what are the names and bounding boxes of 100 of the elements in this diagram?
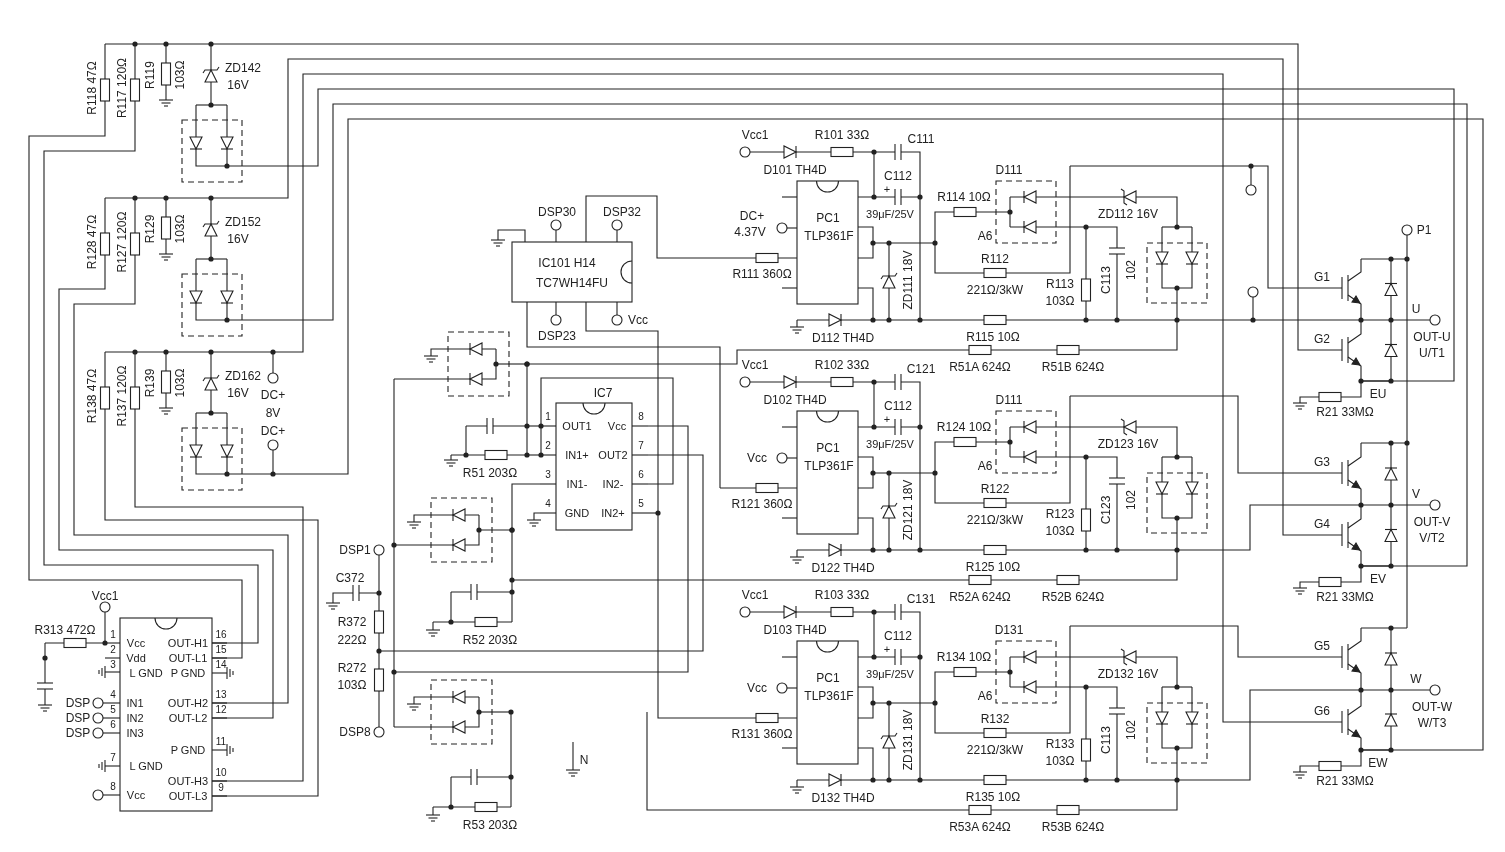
pin-name: IN1+ [565,449,589,461]
component-label: C113 [1100,266,1112,294]
pin-number: 7 [638,441,644,451]
component-label: R131 360Ω [731,728,793,740]
terminal-label: W [1410,673,1422,685]
component-label: D132 TH4D [811,792,875,804]
component-label: R52B 624Ω [1041,591,1105,603]
pin-number: 5 [110,705,116,715]
pin-number: 16 [215,630,227,640]
component-label: 103Ω [174,368,186,398]
component-label: R51B 624Ω [1041,361,1105,373]
component-label: R128 47Ω [86,214,98,270]
pin-name: Vcc [607,420,627,432]
pin-name: IN2+ [601,507,625,519]
component-label: D111 [995,394,1023,406]
component-label: R134 10Ω [936,651,992,663]
pin-name: P GND [170,667,206,679]
terminal-label: V/T2 [1419,532,1445,544]
pin-name: Vcc [126,789,146,801]
component-label: R118 47Ω [86,61,98,115]
terminal-label: DC+ [260,425,286,437]
component-label: R53A 624Ω [949,821,1011,833]
terminal-label: DC+ [739,210,765,222]
component-label: G2 [1314,333,1330,345]
component-label: D103 TH4D [763,624,827,636]
pin-number: 4 [110,690,116,700]
component-label: 221Ω/3kW [966,284,1024,296]
component-label: R313 472Ω [34,624,96,636]
component-label: C111 [907,133,935,145]
pin-number: 2 [545,441,551,451]
terminal-label: DC+ [260,389,286,401]
terminal-label: OUT-W [1412,701,1452,713]
component-label: ZD152 [225,216,261,228]
terminal-label: W/T3 [1417,717,1447,729]
pin-name: L GND [129,667,163,679]
component-label: R272 [337,662,367,674]
terminal-label: DSP30 [538,206,576,218]
component-label: 16V [227,233,249,245]
terminal-label: DSP [65,727,91,739]
component-label: D102 TH4D [763,394,827,406]
component-label: C123 [1100,495,1112,525]
pin-name: IN1- [566,478,588,490]
terminal-label: DSP [65,712,91,724]
component-label: IC7 [593,387,613,399]
terminal-label: DSP8 [339,726,371,738]
component-label: ZD121 18V [902,479,914,541]
component-label: R121 360Ω [731,498,793,510]
terminal-label: DSP32 [603,206,641,218]
terminal-label: 8V [265,407,281,419]
terminal-label: DSP1 [339,544,371,556]
component-label: G3 [1314,456,1330,468]
terminal-label: DSP [65,697,91,709]
component-label: PC1 [816,672,840,684]
component-label: 102 [1125,260,1137,280]
terminal-label: OUT-U [1413,331,1451,343]
component-label: R114 10Ω [937,191,991,203]
component-label: R127 120Ω [116,211,128,273]
terminal-label: 4.37V [734,226,766,238]
terminal-label: U [1411,303,1421,315]
component-label: R139 [144,368,156,398]
component-label: ZD142 [225,62,261,74]
component-label: ZD123 16V [1097,438,1159,450]
component-label: R111 360Ω [732,268,792,280]
pin-number: 3 [110,660,116,670]
component-label: 103Ω [1045,755,1075,767]
component-label: A6 [977,690,993,702]
component-label: IC101 H14 [538,257,596,269]
component-label: 39μF/25V [866,438,914,450]
component-label: 103Ω [174,60,186,90]
component-label: R21 33MΩ [1316,775,1374,787]
pin-name: IN1 [126,697,144,709]
component-label: R125 10Ω [965,561,1021,573]
component-label: R53 203Ω [462,819,518,831]
component-label: C372 [335,572,365,584]
component-label: C113 [1100,726,1112,754]
component-label: TC7WH14FU [536,277,608,289]
pin-number: 1 [545,412,551,422]
component-label: C112 [884,400,912,412]
component-label: R372 [337,616,367,628]
pin-number: 6 [638,470,644,480]
component-label: C112 [884,170,912,182]
terminal-label: Vcc1 [91,590,119,602]
component-label: TLP361F [804,690,854,702]
component-label: D112 TH4D [811,332,875,344]
component-label: 16V [227,79,249,91]
pin-number: 2 [110,645,116,655]
component-label: G5 [1314,640,1330,652]
component-label: D122 TH4D [811,562,875,574]
pin-name: OUT-L3 [168,790,208,802]
pin-name: GND [564,507,590,519]
pin-number: 12 [215,705,227,715]
terminal-label: DSP23 [538,330,576,342]
component-label: R117 120Ω [116,57,128,119]
pin-number: 1 [110,630,116,640]
component-label: R101 33Ω [814,129,870,141]
pin-name: OUT-H2 [167,697,209,709]
component-label: R138 47Ω [86,368,98,424]
pin-number: 6 [110,720,116,730]
pin-number: 8 [638,412,644,422]
polarity-mark: + [883,643,891,655]
